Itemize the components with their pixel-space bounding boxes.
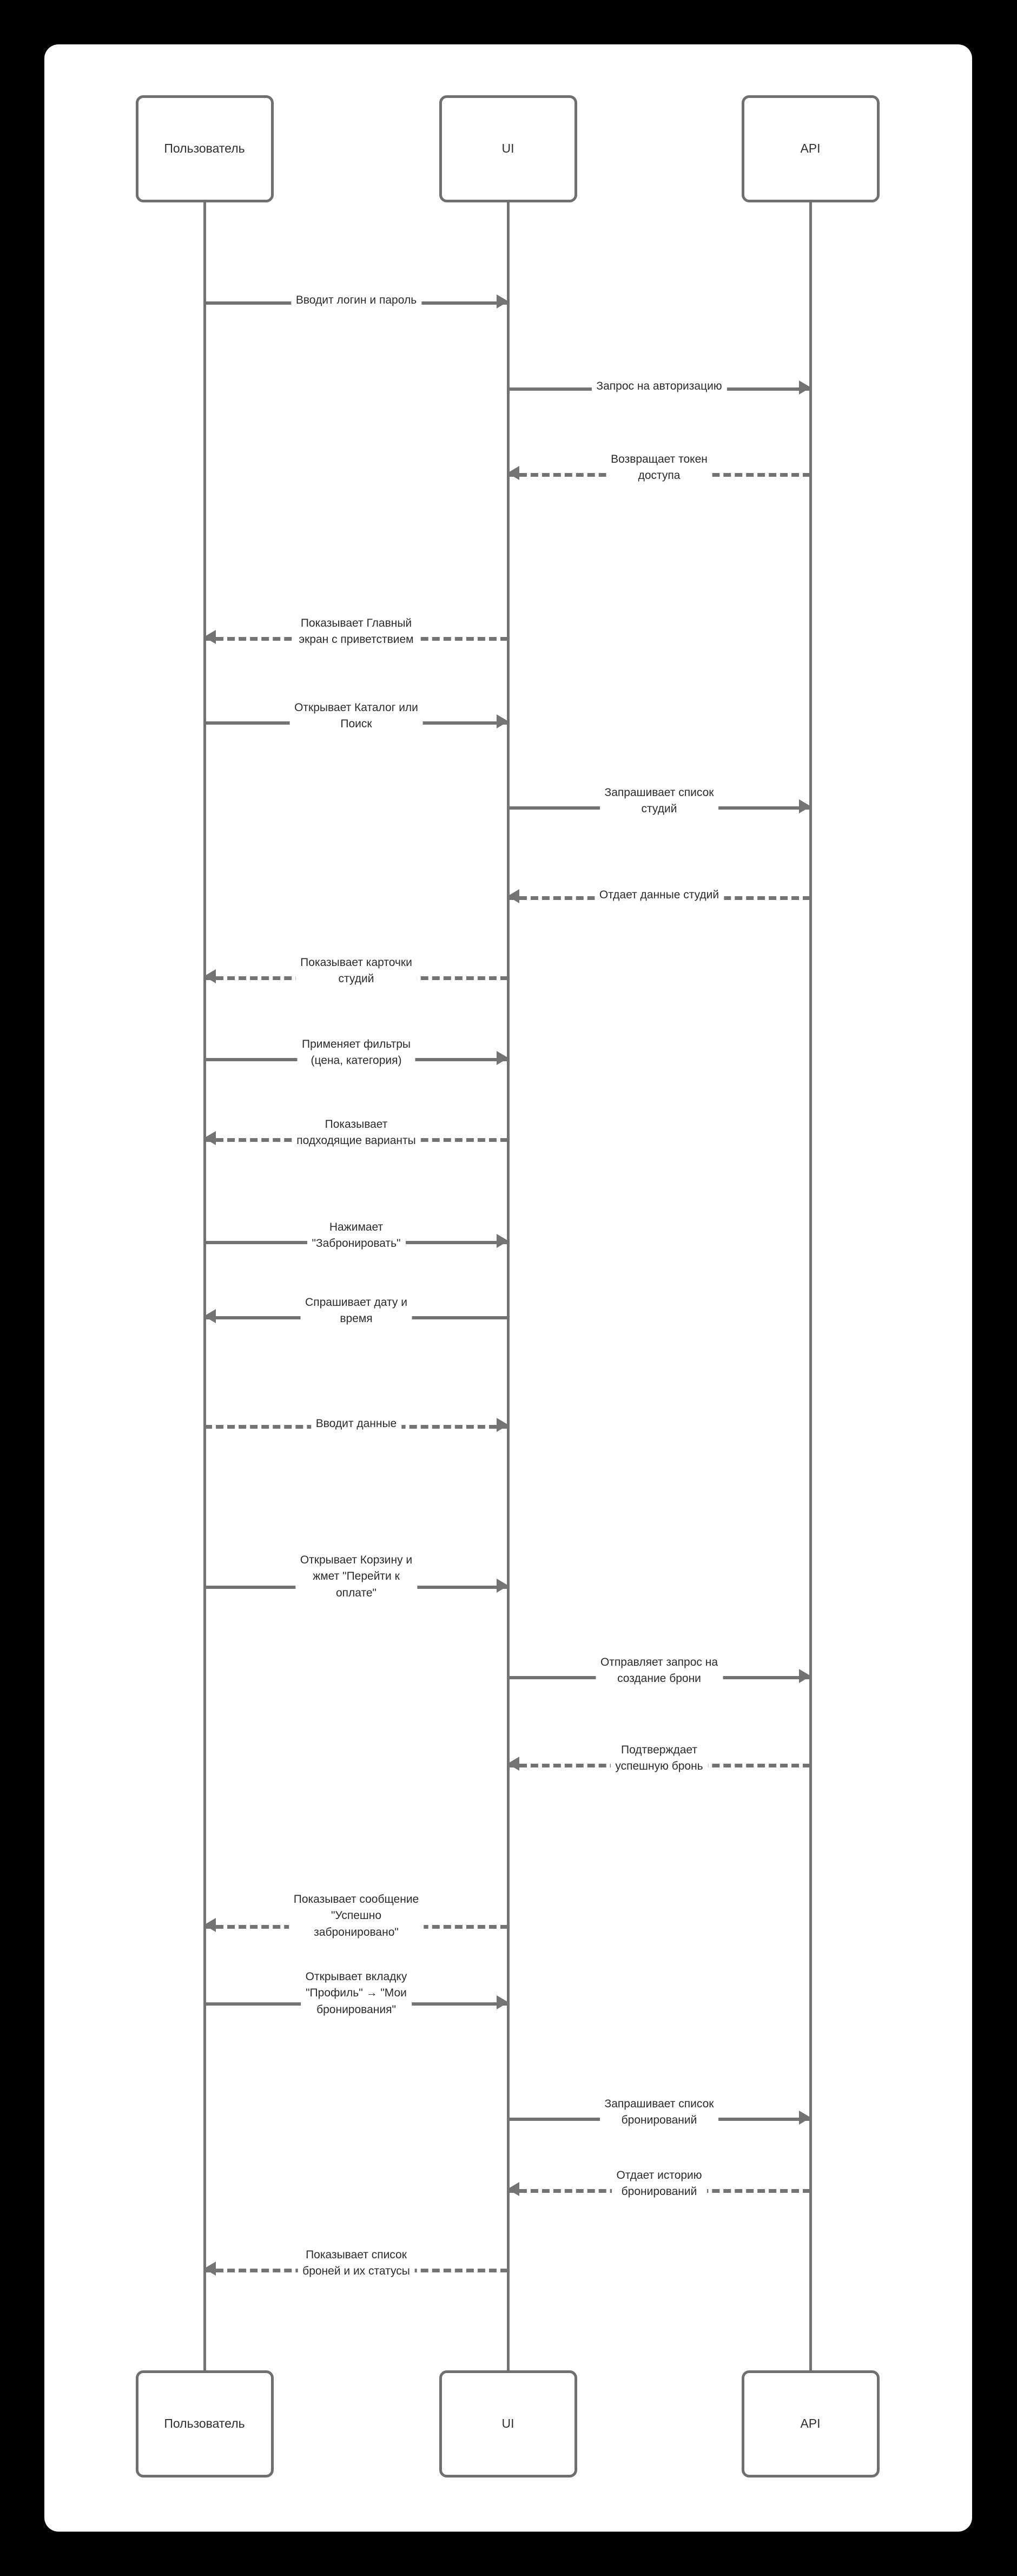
message-label: Запрашивает список студий bbox=[599, 785, 719, 818]
message-label: Открывает вкладку "Профиль" → "Мои брони… bbox=[300, 1969, 412, 2019]
arrowhead-right-icon bbox=[497, 1234, 508, 1248]
message-label: Показывает подходящие варианты bbox=[292, 1116, 421, 1149]
message-label: Запрос на авторизацию bbox=[591, 378, 727, 395]
arrowhead-right-icon bbox=[799, 1669, 811, 1683]
arrowhead-left-icon bbox=[204, 1131, 216, 1145]
message-label: Вводит логин и пароль bbox=[290, 292, 422, 309]
arrowhead-right-icon bbox=[799, 799, 811, 813]
message-label: Спрашивает дату и время bbox=[300, 1294, 412, 1328]
participant-label: UI bbox=[501, 2416, 514, 2431]
message-label: Нажимает "Забронировать" bbox=[307, 1219, 406, 1252]
arrowhead-left-icon bbox=[204, 1918, 216, 1932]
participant-box-ui-top[interactable]: UI bbox=[439, 95, 577, 202]
participant-label: Пользователь bbox=[164, 141, 245, 156]
arrowhead-right-icon bbox=[497, 1579, 508, 1593]
participant-box-user-top[interactable]: Пользователь bbox=[135, 95, 274, 202]
participant-label: API bbox=[800, 2416, 821, 2431]
arrowhead-left-icon bbox=[204, 630, 216, 644]
arrowhead-left-icon bbox=[507, 1757, 519, 1771]
message-label: Возвращает токен доступа bbox=[606, 451, 712, 484]
message-label: Показывает список броней и их статусы bbox=[298, 2247, 415, 2280]
message-label: Отдает историю бронирований bbox=[611, 2167, 707, 2200]
message-label: Показывает сообщение "Успешно заброниров… bbox=[288, 1891, 424, 1941]
arrowhead-left-icon bbox=[204, 2262, 216, 2276]
arrowhead-left-icon bbox=[507, 466, 519, 480]
lifeline-ui bbox=[507, 202, 510, 2370]
message-label: Подтверждает успешную бронь bbox=[610, 1742, 708, 1775]
arrowhead-left-icon bbox=[204, 969, 216, 983]
participant-box-api-top[interactable]: API bbox=[741, 95, 880, 202]
arrowhead-left-icon bbox=[507, 889, 519, 903]
arrowhead-right-icon bbox=[799, 380, 811, 395]
arrowhead-left-icon bbox=[507, 2182, 519, 2196]
arrowhead-right-icon bbox=[497, 1995, 508, 2009]
participant-box-ui-bottom[interactable]: UI bbox=[439, 2370, 577, 2478]
lifeline-api bbox=[809, 202, 812, 2370]
message-label: Отправляет запрос на создание брони bbox=[595, 1654, 723, 1687]
arrowhead-right-icon bbox=[799, 2111, 811, 2125]
message-label: Применяет фильтры (цена, категория) bbox=[297, 1036, 415, 1069]
participant-label: UI bbox=[501, 141, 514, 156]
message-label: Открывает Каталог или Поиск bbox=[289, 700, 423, 733]
participant-box-user-bottom[interactable]: Пользователь bbox=[135, 2370, 274, 2478]
arrowhead-right-icon bbox=[497, 1418, 508, 1432]
participant-label: API bbox=[800, 141, 821, 156]
message-label: Отдает данные студий bbox=[594, 887, 724, 904]
message-label: Показывает Главный экран с приветствием bbox=[294, 615, 419, 648]
message-label: Показывает карточки студий bbox=[295, 955, 417, 988]
participant-box-api-bottom[interactable]: API bbox=[741, 2370, 880, 2478]
arrowhead-right-icon bbox=[497, 1051, 508, 1065]
message-label: Запрашивает список бронирований bbox=[599, 2096, 719, 2129]
message-label: Открывает Корзину и жмет "Перейти к опла… bbox=[295, 1552, 418, 1602]
arrowhead-right-icon bbox=[497, 294, 508, 308]
arrowhead-left-icon bbox=[204, 1309, 216, 1323]
message-label: Вводит данные bbox=[311, 1416, 402, 1432]
participant-label: Пользователь bbox=[164, 2416, 245, 2431]
lifeline-user bbox=[203, 202, 206, 2370]
arrowhead-right-icon bbox=[497, 714, 508, 728]
